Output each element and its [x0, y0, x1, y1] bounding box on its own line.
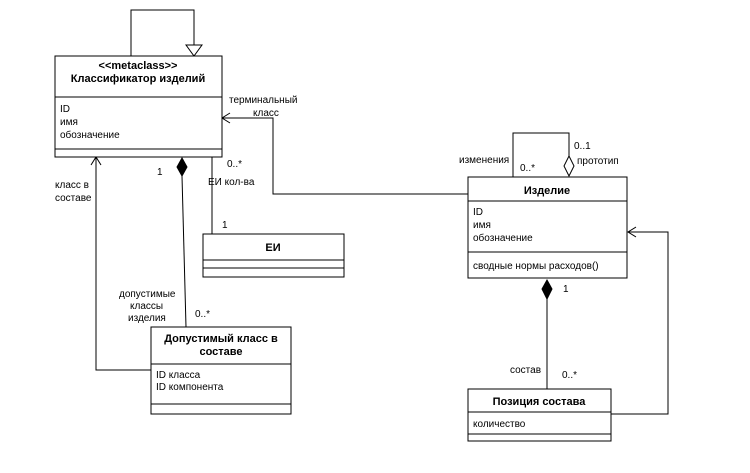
product-name: Изделие [524, 185, 570, 197]
prototype-label: прототип [577, 156, 619, 167]
class-in-composition-label: составе [55, 193, 92, 204]
class-product-box [467, 176, 628, 279]
class-position-box [467, 388, 612, 442]
multiplicity-label: 0..* [195, 309, 210, 320]
allowed-classes-connector [181, 175, 187, 328]
class-in-composition-label: класс в [55, 180, 89, 191]
composition-diamond [541, 278, 553, 301]
class-in-composition-connector [95, 157, 151, 371]
terminal-class-label: терминальный [229, 95, 297, 106]
position-product-arrowhead [627, 226, 637, 238]
multiplicity-label: 1 [222, 220, 228, 231]
allowed-class-attribute: ID класса [156, 370, 201, 381]
position-product-connector [611, 231, 669, 415]
class-product[interactable]: Изделие ID имя обозначение сводные нормы… [467, 176, 628, 279]
multiplicity-label: 0..* [520, 163, 535, 174]
class-unit[interactable]: ЕИ [202, 233, 345, 278]
classifier-attribute: имя [60, 117, 78, 128]
allowed-classes-diamond [176, 156, 188, 178]
product-attribute: имя [473, 220, 491, 231]
position-attribute: количество [473, 419, 526, 430]
product-attribute: обозначение [473, 232, 533, 244]
allowed-class-name-line1: Допустимый класс в [164, 333, 278, 345]
terminal-class-label: класс [253, 108, 279, 119]
multiplicity-label: 0..1 [574, 141, 591, 152]
product-operation: сводные нормы расходов() [473, 261, 599, 272]
classifier-attribute: обозначение [60, 129, 120, 141]
allowed-classes-label: классы [130, 301, 163, 312]
class-classifier-box [54, 55, 223, 158]
multiplicity-label: 0..* [562, 370, 577, 381]
multiplicity-label: 0..* [227, 159, 242, 170]
unit-qty-label: ЕИ кол-ва [208, 177, 255, 188]
unit-name: ЕИ [265, 242, 280, 254]
changes-label: изменения [459, 155, 509, 166]
class-unit-box [202, 233, 345, 278]
product-attribute: ID [473, 207, 483, 218]
terminal-class-connector [222, 117, 468, 195]
class-allowed-class[interactable]: Допустимый класс в составе ID класса ID … [150, 326, 292, 415]
allowed-classes-label: изделия [128, 313, 166, 324]
multiplicity-label: 1 [157, 167, 163, 178]
generalization-arrowhead [185, 44, 203, 57]
composition-label: состав [510, 365, 541, 376]
position-name: Позиция состава [493, 396, 587, 408]
class-allowed-class-box [150, 326, 292, 415]
classifier-attribute: ID [60, 104, 70, 115]
allowed-classes-label: допустимые [119, 289, 176, 300]
multiplicity-label: 1 [563, 284, 569, 295]
classifier-name: Классификатор изделий [71, 73, 205, 85]
class-classifier[interactable]: <<metaclass>> Классификатор изделий ID и… [54, 55, 223, 158]
self-generalization-connector [130, 9, 195, 56]
allowed-class-name-line2: составе [199, 346, 242, 358]
prototype-diamond [563, 154, 575, 178]
classifier-stereotype: <<metaclass>> [99, 60, 178, 72]
prototype-self-connector [512, 132, 570, 177]
allowed-class-attribute: ID компонента [156, 382, 224, 393]
class-position[interactable]: Позиция состава количество [467, 388, 612, 442]
